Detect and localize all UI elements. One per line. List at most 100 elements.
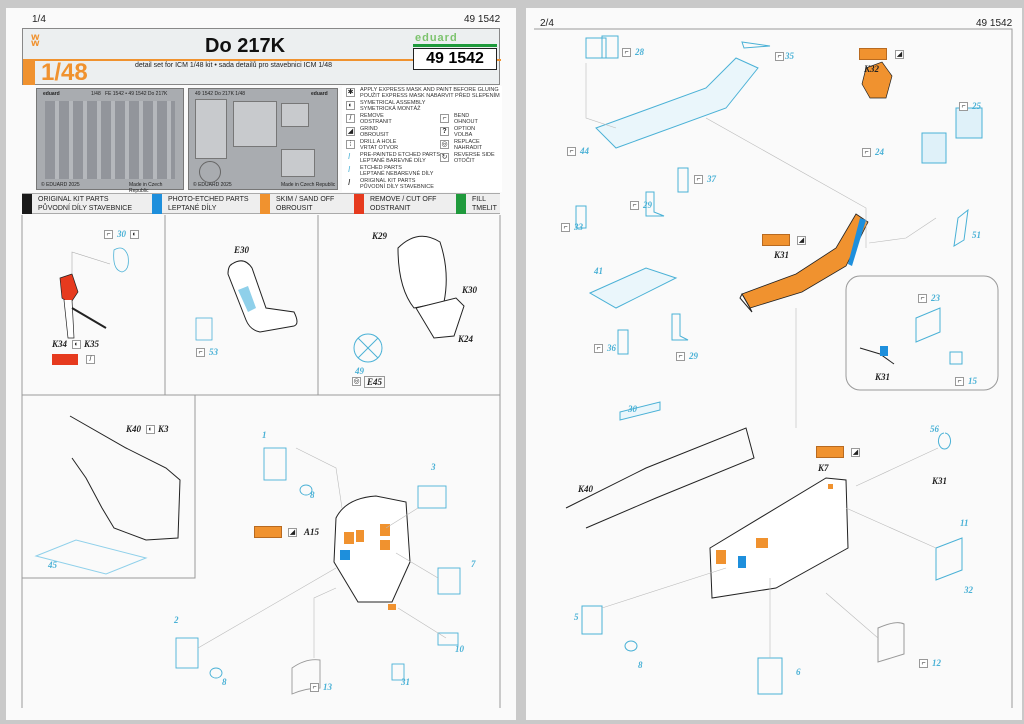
legend-en: ETCHED PARTS [360,165,402,171]
pe-panel-2 [175,637,199,669]
bend-icon: ⌐ [775,52,784,61]
pe-part-33 [575,205,587,229]
pe-part-49 [353,333,383,363]
part-label: 7 [471,559,476,569]
part-label: 10 [455,644,464,654]
floor-edge [739,292,753,313]
color-legend-en: ORIGINAL KIT PARTS [38,196,109,203]
sand-area [380,540,390,550]
guide-lines [585,63,939,658]
header-orange-line [23,59,501,61]
color-legend-cz: TMELIT [472,205,497,212]
lever-part-drawing [59,247,129,339]
part-label: 36 [607,343,616,353]
fret-scale: 1/48 [91,91,101,97]
mask-icon: ✱ [346,88,355,97]
legend-cz: VOLBA [454,132,473,138]
eduard-rabbit-icon: ʬ [31,33,40,50]
pilot-seat-drawing [353,235,465,363]
legend-en: REVERSE SIDE [454,152,495,158]
legend-en: PRE-PAINTED ETCHED PARTS [360,152,441,158]
bend-icon: ⌐ [694,175,703,184]
legend-en: SYMETRICAL ASSEMBLY [360,100,426,106]
part-label: 31 [401,677,410,687]
pe-part-25 [955,107,983,139]
part-label: 49 [355,366,364,376]
pe-area [848,218,866,266]
part-label: 3 [431,462,436,472]
part-label: 37 [707,174,716,184]
part-label: 2 [174,615,179,625]
bend-icon: ⌐ [955,377,964,386]
legend-cz: ODSTRANIT [360,119,392,125]
part-label: 51 [972,230,981,240]
bend-icon: ⌐ [676,352,685,361]
pe-part-28 [585,35,619,59]
pe-part-5 [581,605,603,635]
legend-en: GRIND [360,126,378,132]
part-label: 29 [689,351,698,361]
cockpit-side-k31 [709,477,849,599]
pe-part-29 [645,191,665,217]
pe-part-15 [949,351,963,365]
swatch-black [22,194,32,214]
guide-line [71,251,111,274]
pe-part-41 [588,267,678,309]
seat-e30 [227,260,298,333]
pe-part-12 [877,622,905,663]
legend-cz: LEPTANÉ BAREVNÉ DÍLY [360,158,426,164]
part-label: 1 [262,430,267,440]
part-label: 6 [796,667,801,677]
part-label: 8 [310,490,315,500]
kit-part-label: A15 [304,527,320,537]
guide-lines [197,447,447,658]
page-2-drawings [534,28,1013,708]
sand-area [380,524,390,536]
part-label: 53 [209,347,218,357]
pe-part-24 [921,132,947,164]
fuselage-k40-drawing [34,415,181,575]
lever-removed-part [59,273,79,305]
remove-icon: / [86,355,95,364]
pe-bezel-8 [209,667,223,679]
pe-area [340,550,350,560]
inset-pe-area [880,346,888,356]
pe-part-23 [915,307,941,343]
kit-part-label: K40 [578,484,594,494]
page-number: 2/4 [540,18,554,29]
subtitle: detail set for ICM 1/48 kit • sada detai… [135,62,332,69]
pe-panel-7 [437,567,461,595]
option-icon: ? [440,127,449,136]
fret-part [281,103,309,127]
color-legend-en: FILL [472,196,487,203]
legend-en: BEND [454,113,470,119]
fret-brand: eduard [311,91,328,97]
pe-panels [175,447,461,695]
part-label: 5 [574,612,579,622]
bend-icon: ⌐ [918,294,927,303]
legend-en: OPTION [454,126,476,132]
fuselage-outline [69,415,181,541]
bend-icon: ⌐ [959,102,968,111]
pe-part-35 [741,41,771,49]
legend-en: DRILL A HOLE [360,139,397,145]
fret-copyright: © EDUARD 2025 [193,182,232,188]
kit-part-label: K40 [126,424,142,434]
bend-icon: ⌐ [622,48,631,57]
pe-panel-31 [391,663,405,681]
sand-area [344,532,354,544]
kit-part-label: K31 [774,250,790,260]
panel-box [22,395,196,579]
sand-area [388,604,396,610]
set-code: 49 1542 [976,18,1013,29]
pe-part-30 [113,247,129,273]
fret-2-photo: 49 1542 Do 217K 1/48 eduard © EDUARD 202… [188,88,338,190]
kit-part-label: K3 [158,424,169,434]
part-label: 11 [960,518,969,528]
seat-drawing [195,260,298,341]
grind-icon: ◢ [346,127,355,136]
kit-part-label: K7 [818,463,829,473]
pe-part-56 [938,432,951,450]
fret-name: 49 1542 Do 217K 1/48 [195,91,246,97]
sand-area [716,550,726,564]
